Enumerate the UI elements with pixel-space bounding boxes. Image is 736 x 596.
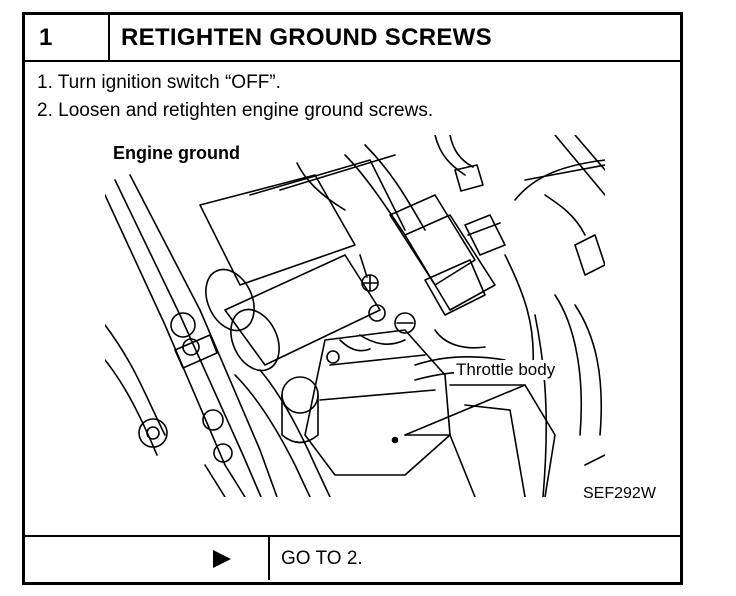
instruction-item: 2. Loosen and retighten engine ground sc…	[37, 100, 434, 121]
throttle-body-label: Throttle body	[454, 360, 558, 380]
right-triangle-arrow-icon	[213, 550, 231, 568]
instruction-list: 1. Turn ignition switch “OFF”. 2. Loosen…	[37, 69, 433, 125]
footer-row: GO TO 2.	[25, 535, 680, 582]
instruction-item: 1. Turn ignition switch “OFF”.	[37, 72, 281, 93]
goto-next-step: GO TO 2.	[281, 548, 363, 569]
figure-code: SEF292W	[583, 485, 656, 502]
engine-illustration	[105, 135, 605, 497]
step-number: 1	[25, 15, 110, 60]
engine-ground-label: Engine ground	[111, 143, 242, 164]
step-title: RETIGHTEN GROUND SCREWS	[121, 24, 492, 51]
footer-arrow-cell	[25, 537, 270, 580]
step-header: 1 RETIGHTEN GROUND SCREWS	[25, 15, 680, 62]
procedure-box: 1 RETIGHTEN GROUND SCREWS 1. Turn igniti…	[22, 12, 683, 585]
